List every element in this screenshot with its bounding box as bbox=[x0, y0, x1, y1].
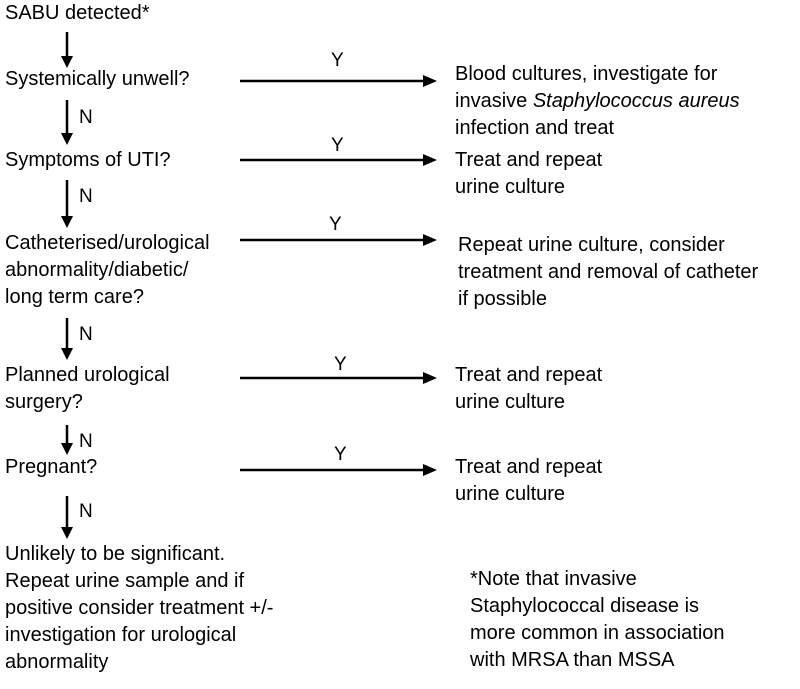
action-line: infection and treat bbox=[455, 115, 740, 142]
no-label: N bbox=[79, 431, 93, 452]
action-node-2: Treat and repeat urine culture bbox=[455, 147, 602, 201]
down-arrowhead-2 bbox=[61, 216, 73, 228]
no-label: N bbox=[79, 186, 93, 207]
yes-label: Y bbox=[334, 444, 347, 465]
action-text: Blood cultures, investigate for bbox=[455, 63, 718, 85]
end-line: Repeat urine sample and if bbox=[5, 570, 245, 592]
action-text: if possible bbox=[458, 288, 547, 310]
question-node-3: Catheterised/urological abnormality/diabe… bbox=[5, 230, 210, 311]
end-line: abnormality bbox=[5, 651, 109, 673]
no-label: N bbox=[79, 107, 93, 128]
action-text: Treat and repeat bbox=[455, 456, 603, 478]
action-node-1: Blood cultures, investigate for invasive … bbox=[455, 61, 740, 142]
action-line: urine culture bbox=[455, 174, 602, 201]
question-line: abnormality/diabetic/ bbox=[5, 259, 189, 281]
yes-arrowhead-3 bbox=[423, 234, 437, 246]
action-text: Treat and repeat bbox=[455, 364, 603, 386]
down-arrowhead-3 bbox=[61, 348, 73, 360]
question-node-5: Pregnant? bbox=[5, 454, 97, 481]
yes-label: Y bbox=[334, 354, 347, 375]
end-line: investigation for urological bbox=[5, 624, 237, 646]
yes-arrowhead-1 bbox=[423, 75, 437, 87]
question-line: Systemically unwell? bbox=[5, 68, 190, 90]
yes-arrowhead-2 bbox=[423, 154, 437, 166]
action-line: Treat and repeat bbox=[455, 454, 602, 481]
action-node-5: Treat and repeat urine culture bbox=[455, 454, 602, 508]
action-line: Treat and repeat bbox=[455, 362, 602, 389]
question-node-2: Symptoms of UTI? bbox=[5, 147, 171, 174]
end-line: Unlikely to be significant. bbox=[5, 543, 226, 565]
end-node: Unlikely to be significant. Repeat urine … bbox=[5, 541, 273, 676]
question-line: surgery? bbox=[5, 391, 83, 413]
action-text: Treat and repeat bbox=[455, 149, 603, 171]
action-node-3: Repeat urine culture, consider treatment … bbox=[458, 232, 758, 313]
action-text: Repeat urine culture, consider bbox=[458, 234, 725, 256]
action-line: if possible bbox=[458, 286, 758, 313]
action-line: invasive Staphylococcus aureus bbox=[455, 88, 740, 115]
end-line: positive consider treatment +/- bbox=[5, 597, 274, 619]
footnote-line: with MRSA than MSSA bbox=[470, 649, 675, 671]
action-text: urine culture bbox=[455, 176, 566, 198]
footnote-line: Staphylococcal disease is bbox=[470, 595, 700, 617]
footnote-line: more common in association bbox=[470, 622, 725, 644]
down-arrowhead-4 bbox=[61, 443, 73, 455]
yes-arrowhead-5 bbox=[423, 464, 437, 476]
yes-arrowhead-4 bbox=[423, 372, 437, 384]
action-line: Repeat urine culture, consider bbox=[458, 232, 758, 259]
question-line: Planned urological bbox=[5, 364, 170, 386]
action-line: urine culture bbox=[455, 389, 602, 416]
organism-name: Staphylococcus aureus bbox=[532, 90, 740, 112]
down-arrowhead-5 bbox=[61, 527, 73, 539]
question-line: Catheterised/urological bbox=[5, 232, 210, 254]
action-line: Treat and repeat bbox=[455, 147, 602, 174]
action-text: treatment and removal of catheter bbox=[458, 261, 759, 283]
yes-label: Y bbox=[329, 214, 342, 235]
action-line: urine culture bbox=[455, 481, 602, 508]
action-line: treatment and removal of catheter bbox=[458, 259, 758, 286]
action-text: invasive bbox=[455, 90, 533, 112]
question-line: Symptoms of UTI? bbox=[5, 149, 171, 171]
question-line: long term care? bbox=[5, 286, 144, 308]
yes-label: Y bbox=[331, 135, 344, 156]
question-node-1: Systemically unwell? bbox=[5, 66, 190, 93]
down-arrowhead-1 bbox=[61, 133, 73, 145]
yes-label: Y bbox=[331, 50, 344, 71]
down-arrowhead-0 bbox=[61, 56, 73, 68]
action-text: urine culture bbox=[455, 391, 566, 413]
action-text: infection and treat bbox=[455, 117, 614, 139]
action-text: urine culture bbox=[455, 483, 566, 505]
no-label: N bbox=[79, 501, 93, 522]
footnote-line: *Note that invasive bbox=[470, 568, 637, 590]
action-line: Blood cultures, investigate for bbox=[455, 61, 740, 88]
no-label: N bbox=[79, 324, 93, 345]
question-line: Pregnant? bbox=[5, 456, 98, 478]
start-node: SABU detected* bbox=[5, 2, 150, 24]
question-node-4: Planned urological surgery? bbox=[5, 362, 170, 416]
action-node-4: Treat and repeat urine culture bbox=[455, 362, 602, 416]
